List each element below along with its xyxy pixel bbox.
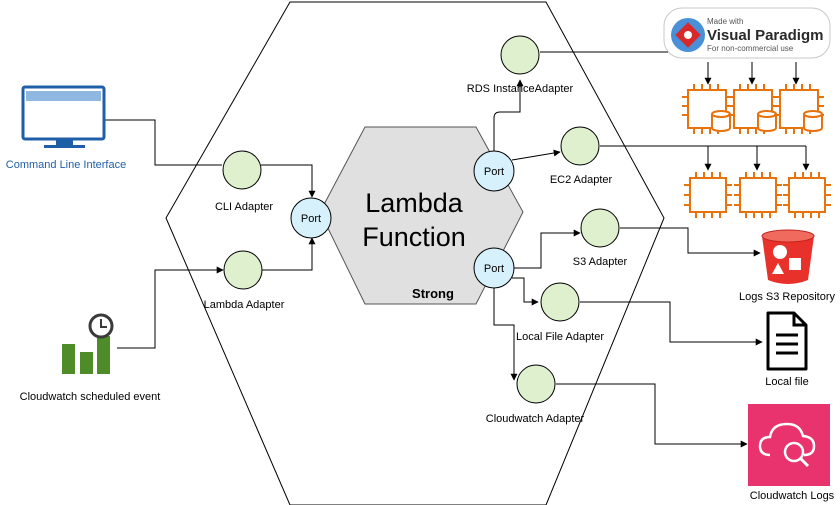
ec2-instances[interactable] (684, 172, 831, 218)
rds-instances[interactable] (682, 84, 824, 134)
adapter-rds-label: RDS InstanceAdapter (467, 83, 574, 95)
ec2-instance-icon (734, 172, 782, 218)
connector-adapter-to-port (261, 164, 316, 198)
connector-s3-to-bucket (620, 227, 761, 257)
clock-icon (88, 313, 114, 339)
connector-port-to-ec2 (511, 149, 561, 161)
database-icon (757, 110, 777, 132)
adapter-local-file[interactable]: Local File Adapter (516, 282, 604, 343)
outer-hexagon (165, 1, 665, 505)
connector-port-to-rds (493, 79, 524, 153)
connectors (105, 51, 810, 448)
port-top-right[interactable]: Port (473, 150, 515, 192)
connector-cli-to-adapter (105, 119, 222, 166)
external-local-file[interactable]: Local file (765, 311, 809, 388)
adapter-cloudwatch[interactable]: Cloudwatch Adapter (486, 364, 585, 425)
watermark-line3: For non-commercial use (707, 44, 794, 53)
adapter-lambda-label: Lambda Adapter (204, 299, 285, 311)
external-local-file-label: Local file (765, 376, 808, 388)
s3-bucket-icon (761, 229, 815, 284)
ec2-instance-icon (687, 89, 727, 129)
adapter-local-file-label: Local File Adapter (516, 331, 604, 343)
external-logs-s3[interactable]: Logs S3 Repository (739, 229, 835, 303)
connector-port-to-cloudwatch (493, 287, 518, 381)
connector-scheduled-to-adapter (117, 266, 224, 349)
adapter-cloudwatch-label: Cloudwatch Adapter (486, 413, 585, 425)
cloudwatch-logs-icon (748, 404, 830, 486)
external-logs-s3-label: Logs S3 Repository (739, 291, 835, 303)
external-cli-label: Command Line Interface (6, 159, 126, 171)
port-bottom-right-label: Port (484, 263, 504, 275)
rds-instance-1 (682, 84, 732, 134)
ec2-instance-icon (783, 172, 831, 218)
connector-lambda-to-port (261, 237, 316, 271)
rds-instance-3 (774, 84, 824, 134)
external-cloudwatch-logs-label: Cloudwatch Logs (750, 490, 835, 502)
bar-chart-icon (62, 336, 110, 374)
adapter-ec2-label: EC2 Adapter (550, 174, 613, 186)
port-top-right-label: Port (484, 166, 504, 178)
connector-port-to-s3 (514, 229, 581, 269)
port-bottom-right[interactable]: Port (473, 247, 515, 289)
core-title-line2: Function (362, 222, 466, 252)
watermark-line1: Made with (707, 17, 743, 26)
document-icon (766, 311, 808, 371)
database-icon (711, 110, 731, 132)
port-left[interactable]: Port (290, 197, 332, 239)
adapter-lambda[interactable]: Lambda Adapter (204, 250, 285, 311)
visual-paradigm-logo (671, 18, 705, 52)
external-scheduled-event-label: Cloudwatch scheduled event (20, 391, 161, 403)
ec2-instance-icon (684, 172, 732, 218)
lambda-function-core[interactable]: Lambda Function Strong (319, 126, 524, 305)
external-cli[interactable]: Command Line Interface (6, 85, 126, 171)
adapter-s3[interactable]: S3 Adapter (573, 208, 628, 268)
adapter-cli[interactable]: CLI Adapter (215, 150, 273, 213)
external-scheduled-event[interactable]: Cloudwatch scheduled event (20, 313, 161, 403)
adapter-rds[interactable]: RDS InstanceAdapter (467, 35, 574, 95)
adapter-s3-label: S3 Adapter (573, 256, 628, 268)
adapter-ec2[interactable]: EC2 Adapter (550, 126, 613, 186)
connector-localfile-to-file (580, 301, 763, 346)
connector-port-to-localfile (512, 277, 539, 306)
port-left-label: Port (301, 213, 321, 225)
ec2-instance-icon (733, 89, 773, 129)
external-cloudwatch-logs[interactable]: Cloudwatch Logs (748, 404, 835, 502)
ec2-instance-icon (779, 89, 819, 129)
core-tag: Strong (412, 286, 454, 301)
core-title-line1: Lambda (365, 188, 464, 218)
database-icon (803, 110, 823, 132)
connector-cloudwatch-to-logs (556, 383, 748, 448)
watermark-line2: Visual Paradigm (707, 27, 823, 44)
rds-instance-2 (728, 84, 778, 134)
adapter-cli-label: CLI Adapter (215, 201, 273, 213)
monitor-icon (21, 85, 106, 148)
visual-paradigm-watermark: Made with Visual Paradigm For non-commer… (663, 7, 831, 59)
